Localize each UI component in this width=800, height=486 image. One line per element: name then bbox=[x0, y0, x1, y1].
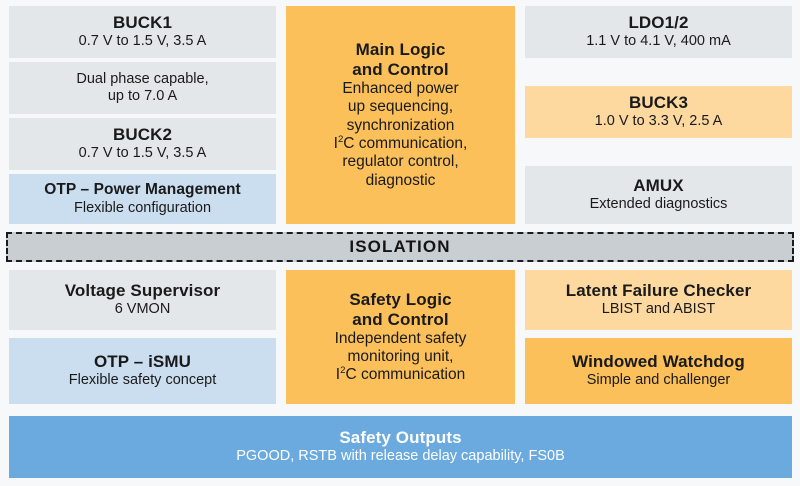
isolation-divider: ISOLATION bbox=[6, 232, 794, 262]
block-buck2-sub: 0.7 V to 1.5 V, 3.5 A bbox=[78, 145, 207, 162]
block-dual-phase-line1: Dual phase capable, bbox=[76, 70, 209, 87]
block-otp-ismu-title: OTP – iSMU bbox=[93, 352, 192, 372]
block-main-logic-sub-line3: synchronization bbox=[346, 116, 455, 134]
block-main-logic-sub-line5: regulator control, bbox=[342, 153, 459, 171]
i2c-prefix-safety: I bbox=[335, 366, 341, 384]
block-safety-logic-and-control: Safety Logic and Control Independent saf… bbox=[286, 270, 515, 404]
block-buck2-title: BUCK2 bbox=[112, 125, 173, 145]
block-safety-logic-sub-line1: Independent safety bbox=[334, 329, 467, 347]
block-safety-outputs-title: Safety Outputs bbox=[339, 428, 462, 448]
block-voltage-supervisor-title: Voltage Supervisor bbox=[64, 281, 221, 301]
block-buck2: BUCK2 0.7 V to 1.5 V, 3.5 A bbox=[9, 118, 276, 170]
block-otp-ismu-sub: Flexible safety concept bbox=[68, 372, 217, 389]
block-safety-logic-title-line2: and Control bbox=[352, 309, 449, 329]
block-otp-power-management: OTP – Power Management Flexible configur… bbox=[9, 174, 276, 224]
block-buck1-title: BUCK1 bbox=[112, 13, 173, 33]
block-latent-failure-checker-title: Latent Failure Checker bbox=[565, 281, 752, 301]
block-amux-title: AMUX bbox=[633, 176, 684, 196]
block-ldo1-2: LDO1/2 1.1 V to 4.1 V, 400 mA bbox=[525, 6, 792, 58]
block-amux-sub: Extended diagnostics bbox=[589, 196, 728, 213]
block-windowed-watchdog-sub: Simple and challenger bbox=[586, 372, 731, 389]
block-main-logic-sub-line6: diagnostic bbox=[365, 171, 436, 189]
block-dual-phase: Dual phase capable, up to 7.0 A bbox=[9, 62, 276, 114]
block-voltage-supervisor: Voltage Supervisor 6 VMON bbox=[9, 270, 276, 330]
block-main-logic-sub-line2: up sequencing, bbox=[347, 98, 454, 116]
i2c-suffix: C communication, bbox=[343, 135, 468, 153]
block-windowed-watchdog-title: Windowed Watchdog bbox=[572, 352, 745, 372]
block-main-logic-title-line2: and Control bbox=[352, 60, 449, 80]
block-otp-ismu: OTP – iSMU Flexible safety concept bbox=[9, 338, 276, 404]
block-main-logic-title-line1: Main Logic bbox=[355, 40, 446, 60]
block-buck1: BUCK1 0.7 V to 1.5 V, 3.5 A bbox=[9, 6, 276, 58]
block-main-logic-and-control: Main Logic and Control Enhanced power up… bbox=[286, 6, 515, 224]
block-buck3: BUCK3 1.0 V to 3.3 V, 2.5 A bbox=[525, 86, 792, 138]
block-dual-phase-line2: up to 7.0 A bbox=[107, 88, 178, 104]
block-buck3-sub: 1.0 V to 3.3 V, 2.5 A bbox=[594, 113, 723, 130]
block-ldo1-2-sub: 1.1 V to 4.1 V, 400 mA bbox=[586, 33, 731, 50]
block-latent-failure-checker: Latent Failure Checker LBIST and ABIST bbox=[525, 270, 792, 330]
block-otp-power-management-sub: Flexible configuration bbox=[73, 199, 212, 216]
block-main-logic-sub-line4: I2C communication, bbox=[334, 135, 468, 153]
block-main-logic-sub-line1: Enhanced power bbox=[342, 80, 459, 98]
block-safety-outputs-sub: PGOOD, RSTB with release delay capabilit… bbox=[236, 448, 565, 465]
block-amux: AMUX Extended diagnostics bbox=[525, 166, 792, 224]
block-latent-failure-checker-sub: LBIST and ABIST bbox=[601, 301, 716, 318]
block-safety-logic-title-line1: Safety Logic bbox=[349, 289, 452, 309]
block-safety-logic-sub-line2: monitoring unit, bbox=[347, 347, 454, 365]
block-safety-logic-sub-line3: I2C communication bbox=[336, 366, 465, 384]
i2c-prefix: I bbox=[333, 135, 338, 153]
block-ldo1-2-title: LDO1/2 bbox=[628, 13, 689, 33]
block-windowed-watchdog: Windowed Watchdog Simple and challenger bbox=[525, 338, 792, 404]
i2c-superscript-safety: 2 bbox=[340, 365, 346, 377]
block-buck1-sub: 0.7 V to 1.5 V, 3.5 A bbox=[78, 33, 207, 50]
isolation-label: ISOLATION bbox=[349, 237, 451, 256]
i2c-suffix-safety: C communication bbox=[345, 366, 466, 384]
block-safety-outputs: Safety Outputs PGOOD, RSTB with release … bbox=[9, 416, 792, 478]
i2c-superscript: 2 bbox=[337, 133, 344, 145]
block-otp-power-management-title: OTP – Power Management bbox=[44, 181, 241, 199]
block-buck3-title: BUCK3 bbox=[628, 93, 689, 113]
block-voltage-supervisor-sub: 6 VMON bbox=[114, 301, 171, 318]
